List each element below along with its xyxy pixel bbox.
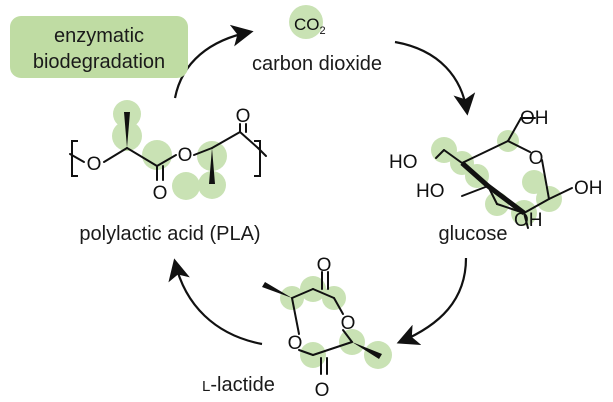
enzymatic-biodegradation-badge: enzymatic biodegradation: [10, 16, 188, 78]
pla-structure: O O O O polylactic acid (PLA): [69, 100, 267, 245]
pla-wedge-left: [124, 112, 130, 148]
pla-wedge-right: [209, 148, 215, 184]
pla-atom-o-carbonyl-right: O: [236, 106, 251, 127]
co2-formula: CO2: [294, 15, 326, 37]
glucose-atom-ho-lower: HO: [416, 181, 445, 202]
arrow-lactide-to-pla: [168, 258, 263, 346]
arrow-pla-to-co2: [173, 24, 254, 99]
lactide-name: L-lactide: [202, 374, 275, 396]
cycle-arrows: [168, 24, 476, 346]
glucose-atom-oh-right: OH: [574, 178, 603, 199]
lactide-atom-o-bottom: O: [315, 380, 330, 401]
badge-background: [10, 16, 188, 78]
pla-atom-o-carbonyl-left: O: [153, 183, 168, 204]
pla-atom-o-ester: O: [178, 145, 193, 166]
lactide-atom-o-top: O: [317, 255, 332, 276]
glucose-atom-oh-bottom: OH: [514, 210, 543, 231]
pla-bonds: [69, 123, 267, 181]
glucose-atom-o-ring: O: [529, 148, 544, 169]
glucose-atom-oh-top: OH: [520, 108, 549, 129]
lactide-wedge-top: [262, 282, 292, 298]
glucose-name: glucose: [439, 223, 508, 245]
glucose-atom-ho-left: HO: [389, 152, 418, 173]
glucose-bonds: [435, 117, 573, 229]
co2-name: carbon dioxide: [252, 53, 382, 75]
arrow-glucose-to-lactide: [396, 257, 468, 345]
badge-line-1: enzymatic: [54, 25, 144, 47]
co2-highlight: [289, 5, 323, 39]
lactide-atom-o-right: O: [341, 313, 356, 334]
pla-name: polylactic acid (PLA): [79, 223, 260, 245]
lactide-structure: O O O O L-lactide: [202, 255, 392, 401]
pla-atom-o-left: O: [87, 154, 102, 175]
glucose-bold-bond: [460, 161, 526, 215]
arrow-co2-to-glucose: [394, 40, 476, 116]
badge-line-2: biodegradation: [33, 51, 165, 73]
pla-bracket-right: [254, 140, 261, 177]
co2-molecule: CO2 carbon dioxide: [252, 5, 382, 75]
glucose-structure: OH O HO HO OH OH glucose: [389, 108, 603, 245]
lactide-wedge-bottom: [352, 342, 382, 359]
pla-bracket-left: [71, 140, 78, 177]
lactide-atom-o-left: O: [288, 333, 303, 354]
lactide-bonds: [291, 271, 353, 375]
